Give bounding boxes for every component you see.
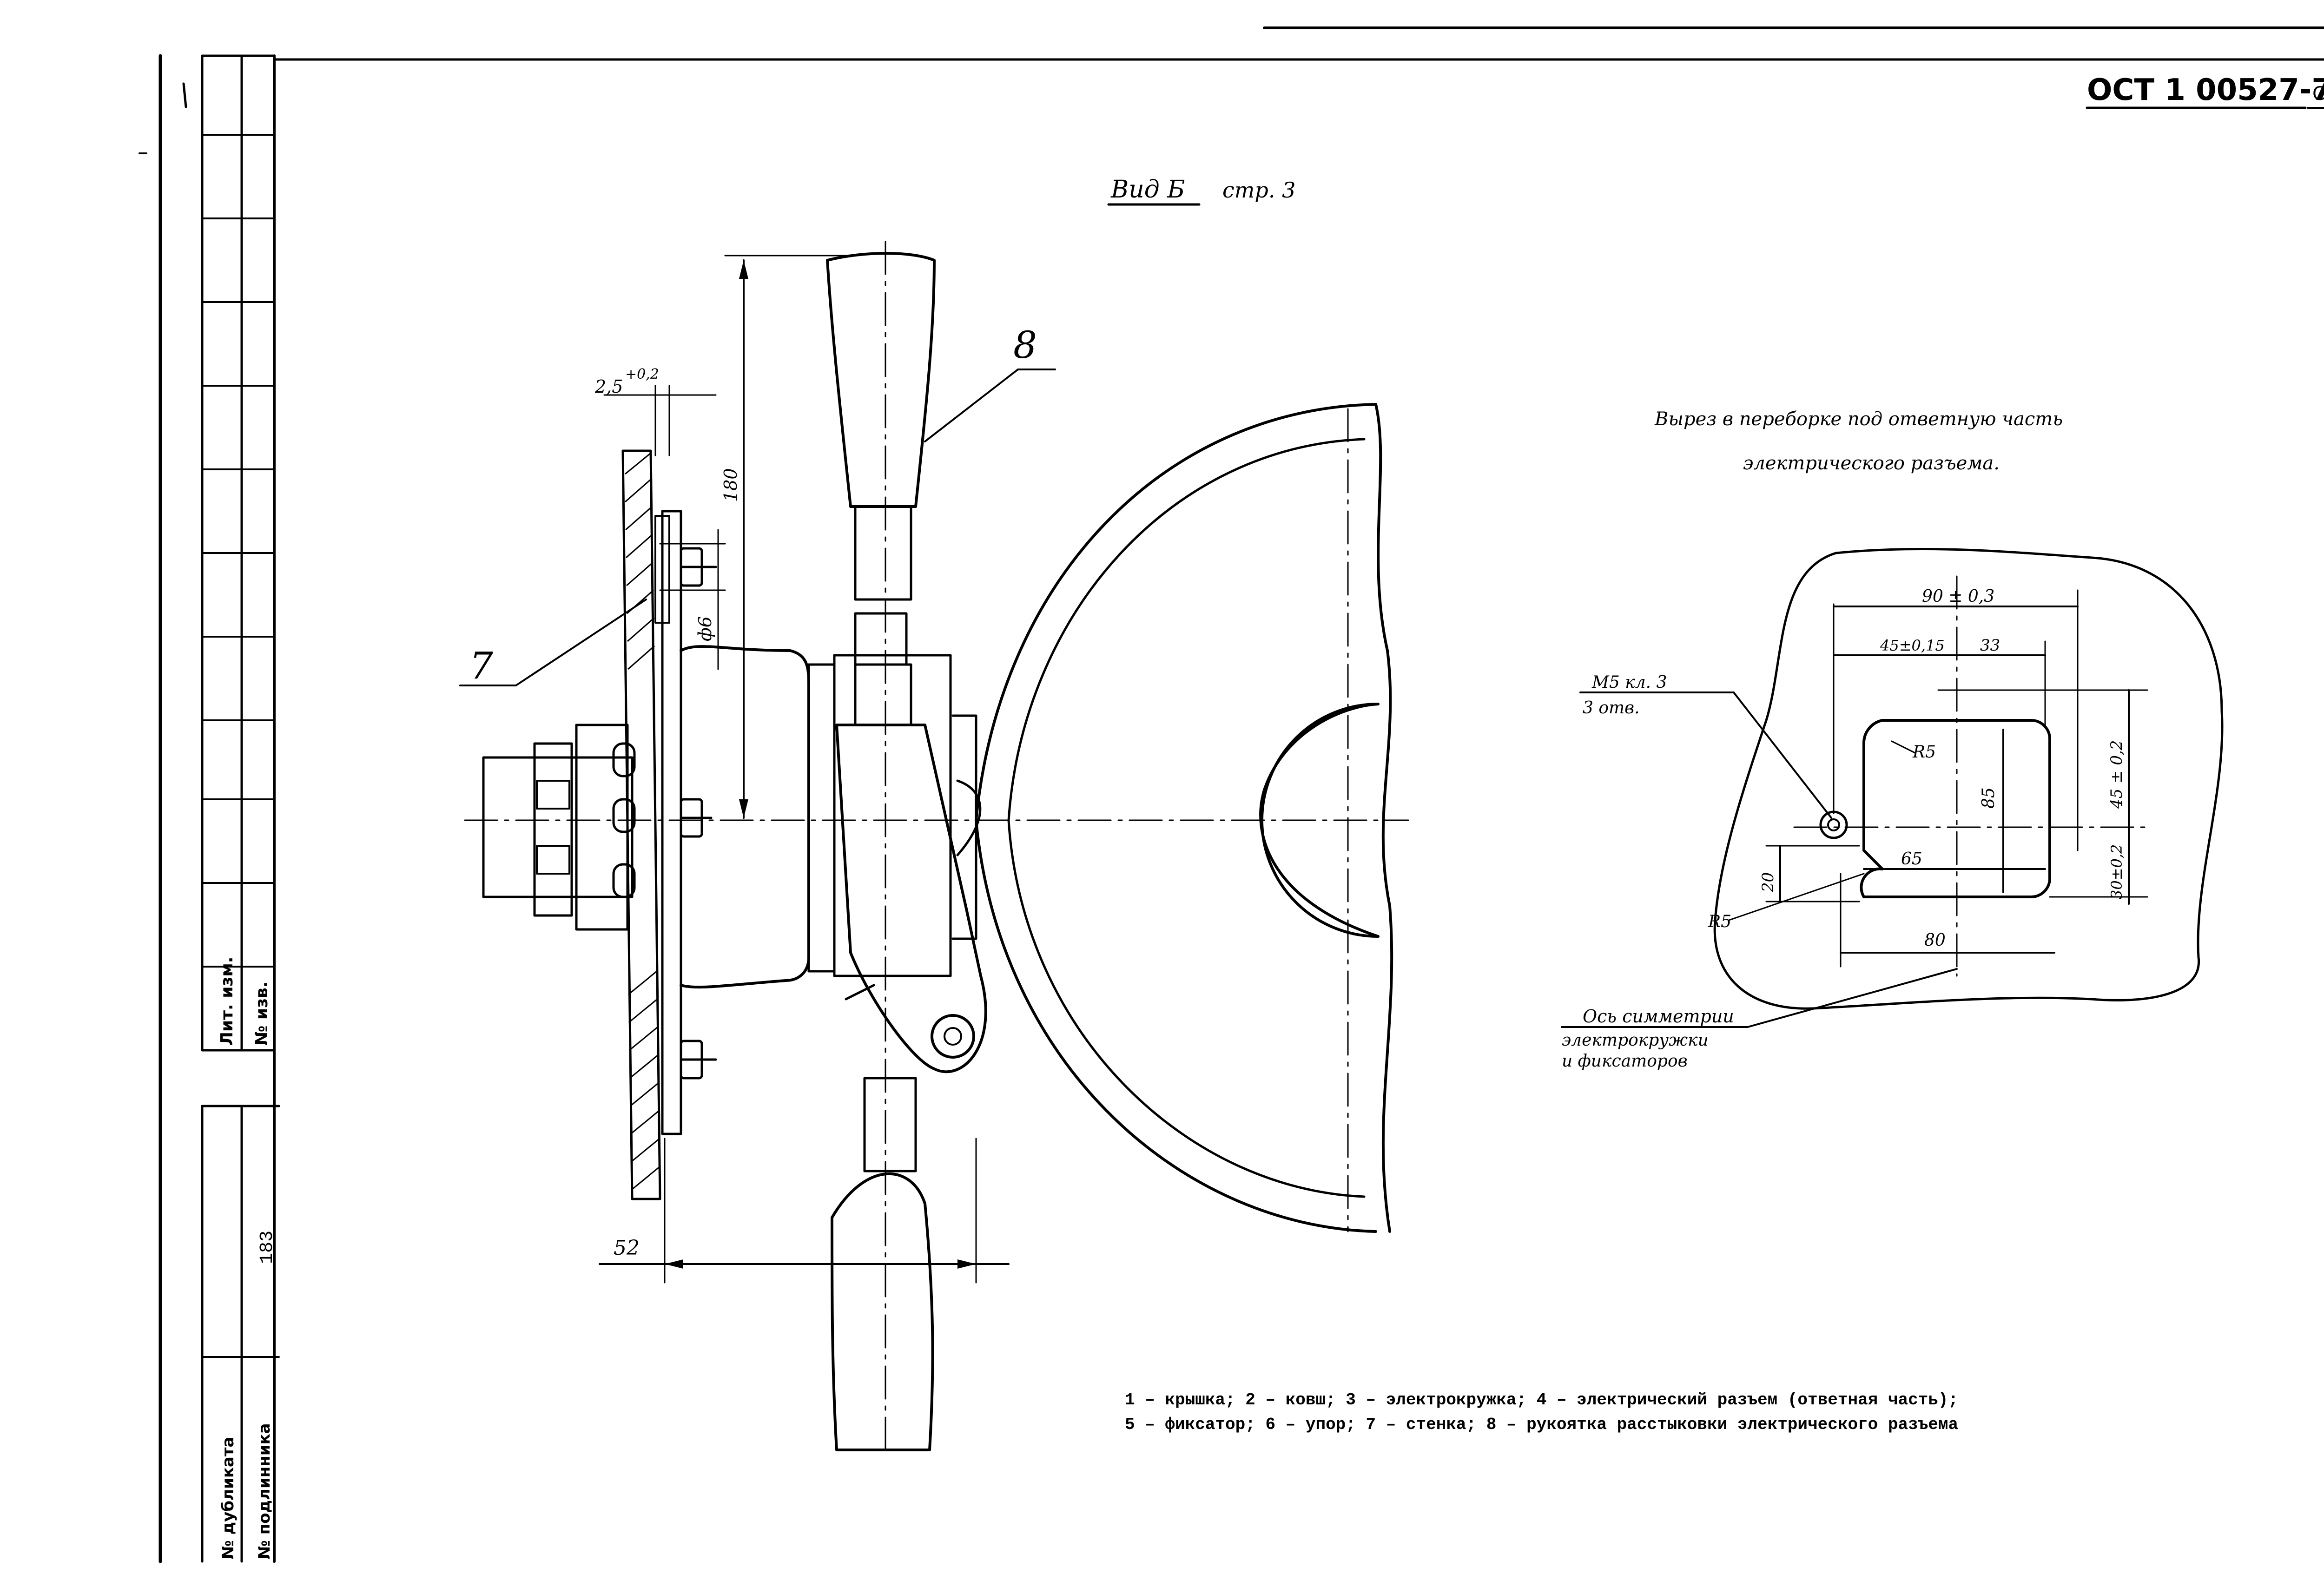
dim-180: 180 bbox=[720, 468, 741, 502]
thread-m5: М5 кл. 3 bbox=[1591, 673, 1667, 692]
cutout-title-line2: электрического разъема. bbox=[1743, 453, 2000, 474]
dim-phi6: ф6 bbox=[695, 616, 715, 641]
dim-80: 80 bbox=[1924, 931, 1946, 950]
radius-top: R5 bbox=[1912, 743, 1936, 762]
stamp-podlinnik: № подлинника bbox=[255, 1423, 274, 1559]
cutout-detail bbox=[1561, 547, 2224, 1028]
stamp-no-izv: № изв. bbox=[252, 981, 271, 1046]
view-ref: стр. 3 bbox=[1222, 178, 1295, 203]
axis-note-line3: и фиксаторов bbox=[1562, 1052, 1688, 1071]
legend-line-1: 1 – крышка; 2 – ковш; 3 – электрокружка;… bbox=[1125, 1390, 1958, 1409]
main-assembly-view bbox=[459, 241, 1409, 1451]
dim-45-02: 45 ± 0,2 bbox=[2107, 740, 2126, 809]
cutout-title-line1: Вырез в переборке под ответную часть bbox=[1654, 408, 2063, 430]
standard-number: ОСТ 1 00527-71 bbox=[2087, 73, 2324, 107]
bolt-middle bbox=[680, 798, 713, 838]
label-item-7: 7 bbox=[469, 644, 493, 687]
dim-2-5: 2,5 bbox=[594, 376, 623, 397]
dim-20: 20 bbox=[1759, 872, 1777, 893]
dim-30-02: 30±0,2 bbox=[2108, 844, 2126, 899]
dim-45-015: 45±0,15 bbox=[1880, 637, 1945, 654]
sheet-frame bbox=[139, 26, 2324, 1563]
view-title: Вид Б bbox=[1110, 176, 1185, 204]
bolt-bottom bbox=[680, 1040, 717, 1080]
dim-90: 90 ± 0,3 bbox=[1922, 587, 1994, 606]
dim-65: 65 bbox=[1901, 850, 1922, 869]
dim-85: 85 bbox=[1979, 787, 1998, 809]
axis-note-line2: электрокружки bbox=[1562, 1031, 1709, 1050]
dim-33: 33 bbox=[1980, 636, 2000, 655]
page-label: Стр. 4 bbox=[2312, 83, 2324, 105]
dim-2-5-tol: +0,2 bbox=[625, 366, 659, 382]
holes-count: 3 отв. bbox=[1583, 698, 1640, 718]
stamp-lit-izm: Лит. изм. bbox=[218, 957, 237, 1046]
bolt-top bbox=[680, 547, 717, 587]
stamp-number: 183 bbox=[257, 1231, 278, 1264]
stamp-dublikat: № дубликата bbox=[219, 1437, 238, 1560]
label-item-8: 8 bbox=[1013, 323, 1037, 367]
radius-bottom: R5 bbox=[1708, 912, 1731, 931]
dim-52: 52 bbox=[614, 1236, 640, 1260]
legend-line-2: 5 – фиксатор; 6 – упор; 7 – стенка; 8 – … bbox=[1125, 1415, 1958, 1434]
axis-note-line1: Ось симметрии bbox=[1583, 1006, 1734, 1027]
